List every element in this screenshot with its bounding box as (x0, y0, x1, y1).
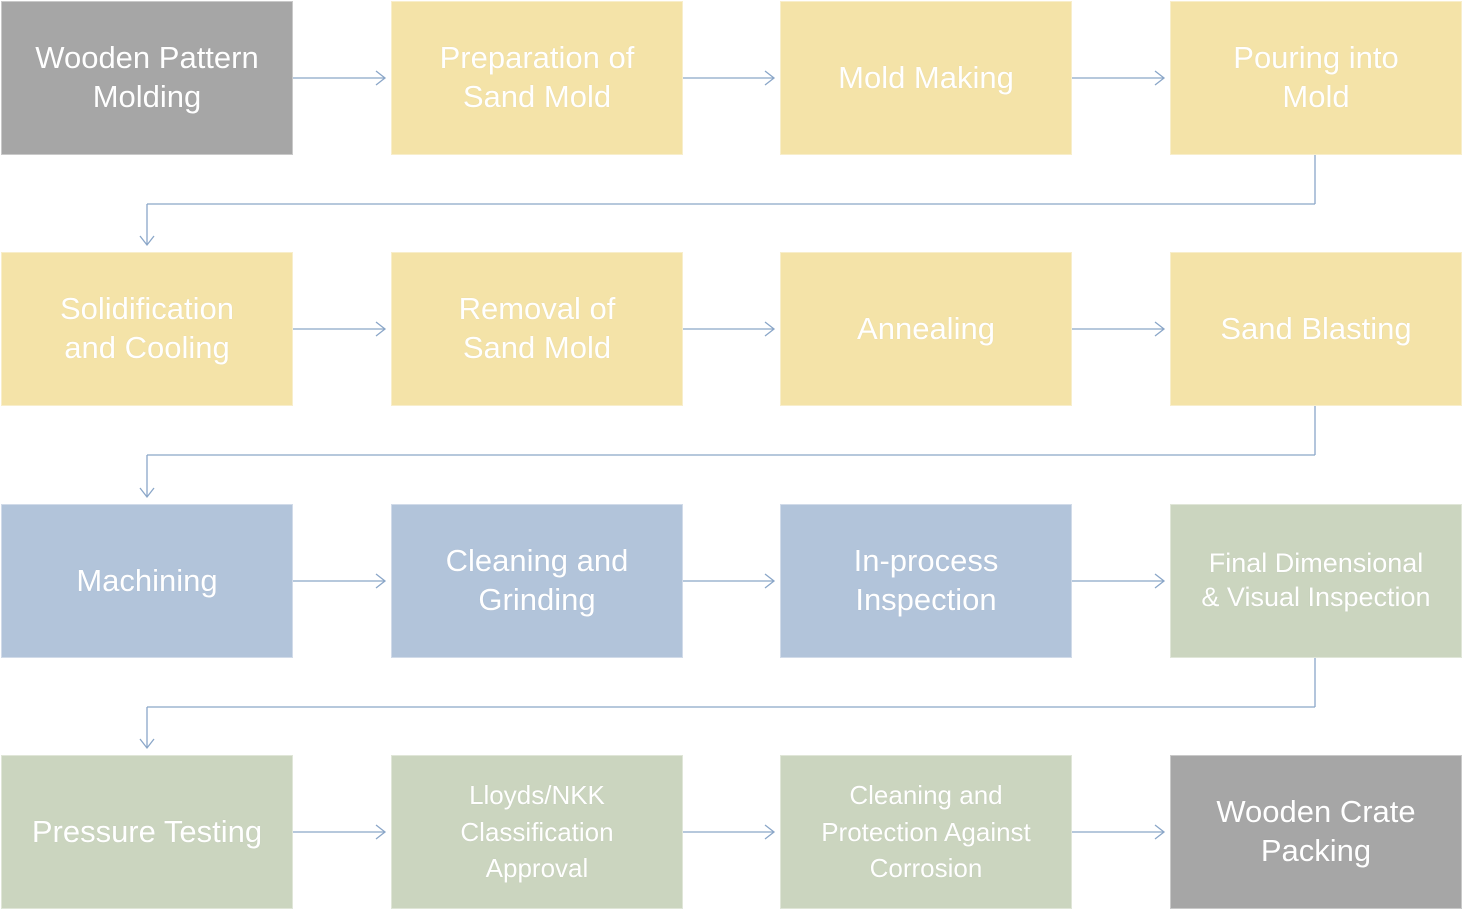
process-step-label: Cleaning and Protection Against Corrosio… (821, 780, 1031, 884)
process-step-box: Wooden Pattern Molding (1, 1, 293, 155)
arrow-head (139, 738, 155, 750)
arrow-head (1154, 70, 1166, 86)
arrow-head (139, 487, 155, 499)
process-step-label: Mold Making (838, 59, 1014, 95)
process-step-box: Final Dimensional & Visual Inspection (1170, 504, 1462, 658)
process-step-box: Machining (1, 504, 293, 658)
process-step-label: Machining (76, 562, 218, 598)
arrow-head (764, 824, 776, 840)
process-step-label: In-process Inspection (853, 543, 999, 617)
arrow-head (375, 321, 387, 337)
process-step-label: Pressure Testing (31, 813, 263, 849)
process-step-box: Lloyds/NKK Classification Approval (391, 755, 683, 909)
arrow-head (764, 573, 776, 589)
process-step-label: Solidification and Cooling (59, 291, 235, 365)
process-step-box: In-process Inspection (780, 504, 1072, 658)
process-step-box: Wooden Crate Packing (1170, 755, 1462, 909)
process-step-box: Solidification and Cooling (1, 252, 293, 406)
process-step-box: Cleaning and Protection Against Corrosio… (780, 755, 1072, 909)
process-step-label: Pouring into Mold (1233, 40, 1399, 114)
process-step-label: Annealing (857, 310, 995, 346)
process-step-label: Preparation of Sand Mold (439, 40, 635, 114)
process-step-label: Sand Blasting (1220, 310, 1412, 346)
arrow-head (139, 235, 155, 247)
process-step-box: Cleaning and Grinding (391, 504, 683, 658)
process-step-box: Preparation of Sand Mold (391, 1, 683, 155)
process-step-box: Annealing (780, 252, 1072, 406)
process-step-label: Final Dimensional & Visual Inspection (1201, 548, 1431, 612)
arrow-head (375, 824, 387, 840)
process-step-box: Pouring into Mold (1170, 1, 1462, 155)
arrow-head (1154, 321, 1166, 337)
process-step-label: Wooden Pattern Molding (35, 40, 259, 114)
arrow-head (1154, 824, 1166, 840)
arrow-head (375, 573, 387, 589)
process-step-box: Mold Making (780, 1, 1072, 155)
arrow-head (764, 70, 776, 86)
arrow-head (375, 70, 387, 86)
arrow-head (764, 321, 776, 337)
process-step-box: Pressure Testing (1, 755, 293, 909)
process-step-box: Removal of Sand Mold (391, 252, 683, 406)
process-step-label: Removal of Sand Mold (458, 291, 616, 365)
arrow-head (1154, 573, 1166, 589)
process-step-box: Sand Blasting (1170, 252, 1462, 406)
process-step-label: Cleaning and Grinding (445, 543, 629, 617)
process-step-label: Wooden Crate Packing (1216, 794, 1416, 868)
process-step-label: Lloyds/NKK Classification Approval (460, 780, 614, 884)
